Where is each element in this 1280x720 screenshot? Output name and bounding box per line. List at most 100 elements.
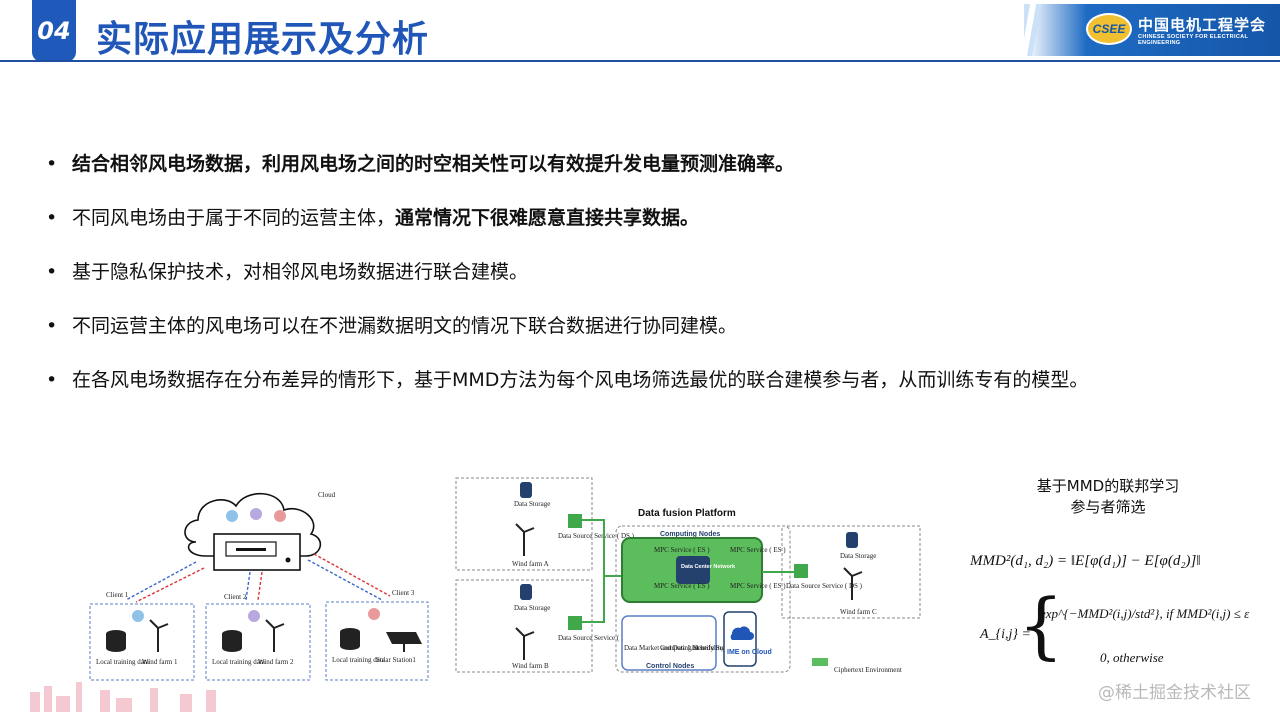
- control-item: Data Market and Data List: [624, 644, 699, 652]
- brain-icon: [368, 608, 380, 620]
- connector: [582, 519, 622, 577]
- data-storage-label: Data Storage: [514, 604, 550, 612]
- ds-service-label: Data Source Service ( DS ): [786, 582, 863, 590]
- database-icon: [520, 482, 532, 498]
- mpc-label: MPC Service ( ES ): [654, 582, 710, 590]
- bullet-text-bold: 结合相邻风电场数据，利用风电场之间的时空相关性可以有效提升发电量预测准确率。: [72, 153, 795, 175]
- platform-box: [615, 525, 791, 673]
- download-arrow: [257, 571, 263, 601]
- bullet-dot: •: [46, 315, 58, 337]
- brand-name-en: CHINESE SOCIETY FOR ELECTRICAL ENGINEERI…: [1138, 34, 1249, 46]
- page-title: 实际应用展示及分析: [96, 19, 430, 60]
- center-label: Data Center Network: [681, 564, 736, 570]
- control-nodes-label: Control Nodes: [646, 663, 694, 670]
- bullet-dot: •: [46, 261, 58, 283]
- bullet-text: 不同运营主体的风电场可以在不泄漏数据明文的情况下联合数据进行协同建模。: [72, 315, 738, 337]
- bullet-item: • 在各风电场数据存在分布差异的情形下，基于MMD方法为每个风电场筛选最优的联合…: [46, 366, 1266, 420]
- server-icon: [794, 564, 808, 578]
- bullet-dot: •: [46, 207, 58, 229]
- download-arrow: [313, 553, 391, 597]
- cloud-label: Cloud: [318, 491, 336, 499]
- data-storage-label: Data Storage: [840, 552, 876, 560]
- mmd-title-line: 基于MMD的联邦学习: [1036, 477, 1180, 495]
- bullet-dot: •: [46, 369, 58, 391]
- brain-icon: [248, 610, 260, 622]
- control-nodes-box: [621, 615, 717, 671]
- mpc-label: MPC Service ( ES ): [654, 546, 710, 554]
- decorative-skyline: [30, 682, 216, 712]
- wind-farm-a-label: Wind farm A: [512, 560, 549, 568]
- section-number-badge: 04: [32, 0, 76, 62]
- local-data-label: Local training data: [96, 658, 150, 666]
- ds-service-label: Data Source Service ( DS ): [558, 532, 635, 540]
- header-divider: [0, 60, 1280, 62]
- bullet-item: • 基于隐私保护技术，对相邻风电场数据进行联合建模。: [46, 258, 1266, 312]
- ime-label: IME on Cloud: [727, 649, 772, 656]
- affinity-formula-lhs: A_{i,j} =: [980, 627, 1031, 642]
- bullet-text: 基于隐私保护技术，对相邻风电场数据进行联合建模。: [72, 261, 529, 283]
- client-label: Client 3: [392, 589, 415, 597]
- federated-learning-diagram: Cloud Client 1 Client 2 Client 3 Local t…: [89, 491, 429, 681]
- brace: {: [1018, 583, 1064, 667]
- upload-arrow: [245, 571, 251, 601]
- data-center-network: [676, 556, 710, 584]
- bullet-dot: •: [46, 153, 58, 175]
- affinity-case-2: 0, otherwise: [1100, 650, 1164, 665]
- client-label: Client 2: [224, 593, 247, 601]
- wind-farm-a-box: [455, 477, 593, 571]
- bullet-text: 不同风电场由于属于不同的运营主体，: [72, 207, 396, 229]
- download-arrow: [135, 567, 205, 603]
- mpc-label: MPC Service ( ES ): [730, 582, 786, 590]
- server-icon: [213, 533, 301, 571]
- server-icon: [568, 616, 582, 630]
- bullet-list: • 结合相邻风电场数据，利用风电场之间的时空相关性可以有效提升发电量预测准确率。…: [46, 150, 1266, 420]
- wind-farm-c-label: Wind farm C: [840, 608, 877, 616]
- client-box: [325, 601, 429, 681]
- site-label: Solar Station1: [376, 656, 416, 664]
- mmd-title-line: 参与者筛选: [1070, 498, 1146, 516]
- legend-label: Ciphertext Environment: [834, 666, 902, 674]
- upload-arrow: [307, 559, 383, 601]
- brain-icon: [132, 610, 144, 622]
- control-item: Identify Service: [692, 644, 737, 652]
- data-storage-label: Data Storage: [514, 500, 550, 508]
- connector: [582, 576, 605, 623]
- solar-panel-icon: [386, 632, 422, 644]
- site-label: Wind farm 2: [258, 658, 294, 666]
- local-data-label: Local training data: [332, 656, 386, 664]
- brand-banner: [1032, 4, 1280, 56]
- header: 04 实际应用展示及分析 CSEE 中国电机工程学会 CHINESE SOCIE…: [0, 0, 1280, 64]
- database-icon: [846, 532, 858, 548]
- wind-farm-b-box: [455, 579, 593, 673]
- site-label: Wind farm 1: [142, 658, 178, 666]
- brain-icon: [226, 510, 238, 522]
- control-item: Computing Scheduling: [660, 644, 725, 652]
- brand-name-cn: 中国电机工程学会: [1138, 16, 1267, 34]
- mmd-title: 基于MMD的联邦学习 参与者筛选: [1020, 476, 1196, 518]
- bullet-text: 在各风电场数据存在分布差异的情形下，基于MMD方法为每个风电场筛选最优的联合建模…: [72, 369, 1089, 391]
- mmd-formula: MMD²(d₁, d₂) = ‖E[φ(d₁)] − E[φ(d₂)]‖: [970, 553, 1201, 569]
- brain-icon: [274, 510, 286, 522]
- bullet-item: • 不同风电场由于属于不同的运营主体，通常情况下很难愿意直接共享数据。: [46, 204, 1266, 258]
- ds-service-label: Data Source Service ( DS ): [558, 634, 635, 642]
- csee-logo: CSEE: [1086, 13, 1132, 45]
- platform-title: Data fusion Platform: [638, 508, 736, 519]
- client-box: [205, 603, 311, 681]
- affinity-case-1: exp^{−MMD²(i,j)/std²}, if MMD²(i,j) ≤ ε: [1040, 606, 1250, 621]
- data-fusion-platform-diagram: Data Storage Data Source Service ( DS ) …: [455, 477, 921, 674]
- cloud-icon: [730, 626, 754, 640]
- upload-arrow: [125, 561, 197, 601]
- mpc-label: MPC Service ( ES ): [730, 546, 786, 554]
- bullet-text-bold: 通常情况下很难愿意直接共享数据。: [395, 207, 700, 229]
- database-icon: [520, 584, 532, 600]
- bullet-item: • 不同运营主体的风电场可以在不泄漏数据明文的情况下联合数据进行协同建模。: [46, 312, 1266, 366]
- watermark: @稀土掘金技术社区: [1098, 683, 1251, 703]
- wind-farm-b-label: Wind farm B: [512, 662, 549, 670]
- local-data-label: Local training data: [212, 658, 266, 666]
- client-box: [89, 603, 195, 681]
- bullet-item: • 结合相邻风电场数据，利用风电场之间的时空相关性可以有效提升发电量预测准确率。: [46, 150, 1266, 204]
- legend-swatch: [812, 658, 828, 666]
- server-icon: [568, 514, 582, 528]
- computing-nodes-label: Computing Nodes: [660, 531, 720, 538]
- client-label: Client 1: [106, 591, 129, 599]
